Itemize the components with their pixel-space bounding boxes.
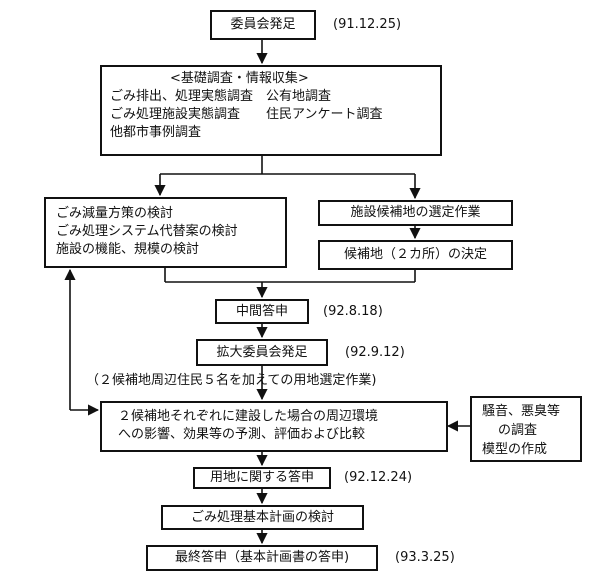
expanded-committee-label: 拡大委員会発足	[216, 345, 308, 360]
interim-report-label: 中間答申	[235, 304, 288, 319]
noise-survey-line-1: 騒音、悪臭等	[482, 404, 561, 419]
final-report-box: 最終答申（基本計画書の答申)	[146, 545, 378, 571]
policy-review-line-3: 施設の機能、規模の検討	[56, 242, 200, 257]
basic-survey-heading: <基礎調査・情報収集>	[170, 71, 309, 86]
noise-survey-box: 騒音、悪臭等 の調査 模型の作成	[470, 396, 582, 462]
impact-comparison-box: ２候補地それぞれに建設した場合の周辺環境 への影響、効果等の予測、評価および比較	[100, 401, 448, 452]
site-report-date: (92.12.24)	[344, 470, 413, 485]
basic-plan-box: ごみ処理基本計画の検討	[161, 505, 364, 530]
basic-plan-label: ごみ処理基本計画の検討	[190, 510, 334, 525]
residents-note: （２候補地周辺住民５名を加えての用地選定作業)	[86, 373, 377, 388]
kickoff-box: 委員会発足	[210, 10, 316, 40]
final-report-date: (93.3.25)	[395, 550, 455, 565]
kickoff-date: (91.12.25)	[333, 17, 402, 32]
site-selection-label: 施設候補地の選定作業	[350, 205, 481, 220]
policy-review-line-2: ごみ処理システム代替案の検討	[56, 224, 238, 239]
site-report-box: 用地に関する答申	[193, 467, 331, 489]
interim-report-date: (92.8.18)	[323, 304, 383, 319]
expanded-committee-date: (92.9.12)	[345, 345, 405, 360]
basic-survey-line-3: 他都市事例調査	[110, 125, 202, 140]
impact-comparison-line-1: ２候補地それぞれに建設した場合の周辺環境	[118, 409, 379, 424]
basic-survey-line-2: ごみ処理施設実態調査 住民アンケート調査	[110, 107, 383, 122]
kickoff-label: 委員会発足	[230, 17, 296, 32]
policy-review-line-1: ごみ減量方策の検討	[56, 206, 174, 221]
site-report-label: 用地に関する答申	[209, 470, 314, 485]
noise-survey-line-3: 模型の作成	[482, 442, 548, 457]
policy-review-box: ごみ減量方策の検討 ごみ処理システム代替案の検討 施設の機能、規模の検討	[44, 197, 287, 268]
candidate-decision-label: 候補地（２カ所）の決定	[343, 247, 487, 262]
basic-survey-box: <基礎調査・情報収集> ごみ排出、処理実態調査 公有地調査 ごみ処理施設実態調査…	[100, 65, 442, 156]
interim-report-box: 中間答申	[215, 299, 309, 324]
basic-survey-line-1: ごみ排出、処理実態調査 公有地調査	[110, 89, 332, 104]
candidate-decision-box: 候補地（２カ所）の決定	[318, 240, 513, 270]
final-report-label: 最終答申（基本計画書の答申)	[174, 550, 350, 565]
noise-survey-line-2: の調査	[498, 423, 538, 438]
expanded-committee-box: 拡大委員会発足	[196, 339, 328, 366]
impact-comparison-line-2: への影響、効果等の予測、評価および比較	[118, 427, 366, 442]
site-selection-box: 施設候補地の選定作業	[318, 200, 513, 226]
